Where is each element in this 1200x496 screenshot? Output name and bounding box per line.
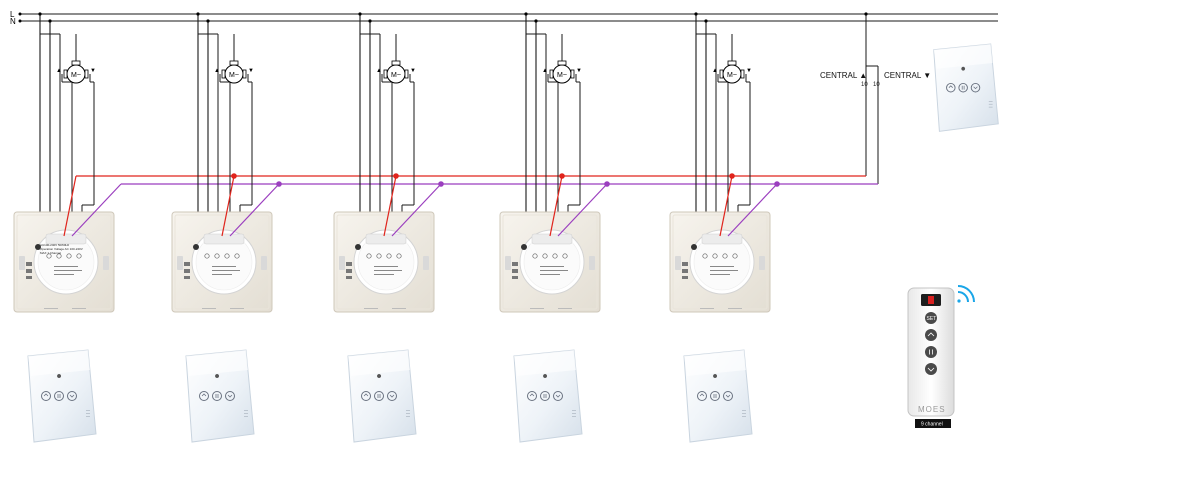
svg-text:▲: ▲ [712, 68, 718, 74]
switch-unit-4: M~ ▲ ▼ [499, 12, 610, 443]
wifi-icon [957, 285, 975, 303]
remote-down-button[interactable] [925, 363, 937, 375]
svg-text:M~: M~ [229, 72, 239, 79]
svg-text:▲: ▲ [214, 68, 220, 74]
svg-text:M~: M~ [557, 72, 567, 79]
central-down-label: CENTRAL ▼ [884, 71, 931, 80]
remote-control: SET MOES 9 channel [907, 285, 975, 428]
switch-unit-5: M~ ▲ ▼ [669, 12, 780, 443]
svg-text:▲: ▲ [56, 68, 62, 74]
svg-text:M~: M~ [71, 72, 81, 79]
bus-line-label: L [10, 10, 15, 19]
module-print-line-1: AC100-240V 50/60Hz [40, 243, 70, 247]
switch-unit-2: M~ ▲ ▼ [171, 12, 282, 443]
bus-lines: L N [10, 10, 998, 26]
svg-text:▲: ▲ [376, 68, 382, 74]
svg-text:10: 10 [861, 82, 868, 88]
central-up-label: CENTRAL ▲ [820, 71, 867, 80]
svg-text:▼: ▼ [248, 68, 254, 74]
svg-text:▼: ▼ [90, 68, 96, 74]
central-switch: CENTRAL ▲ CENTRAL ▼ 10 10 [820, 12, 931, 184]
switch-unit-1: M~ ▲ ▼ [13, 12, 122, 443]
svg-text:▼: ▼ [576, 68, 582, 74]
module-print: AC100-240V 50/60Hz Operation Voltage AC … [40, 243, 83, 255]
central-glass-panel [933, 43, 999, 132]
remote-stop-button[interactable] [925, 346, 937, 358]
remote-set-label: SET [927, 316, 937, 322]
switch-unit-3: M~ ▲ ▼ [333, 12, 444, 443]
svg-text:10: 10 [873, 82, 880, 88]
remote-brand-label: MOES [918, 405, 946, 414]
svg-text:M~: M~ [727, 72, 737, 79]
module-print-line-3: MAX 1 Channel [40, 251, 61, 255]
svg-text:M~: M~ [391, 72, 401, 79]
bus-neutral-label: N [10, 17, 16, 26]
remote-up-button[interactable] [925, 329, 937, 341]
cross-wires [76, 175, 878, 185]
switch-units: M~ ▲ ▼ M~ ▲ ▼ M~ ▲ ▼ M~ ▲ ▼ M~ ▲ ▼ [13, 12, 780, 443]
remote-caption: 9 channel [921, 422, 943, 428]
svg-text:▼: ▼ [746, 68, 752, 74]
svg-text:▲: ▲ [542, 68, 548, 74]
module-print-line-2: Operation Voltage AC 100-240V [40, 247, 83, 251]
svg-text:▼: ▼ [410, 68, 416, 74]
